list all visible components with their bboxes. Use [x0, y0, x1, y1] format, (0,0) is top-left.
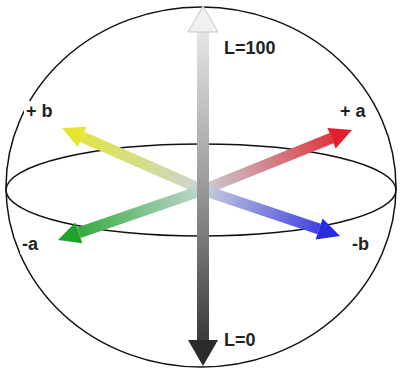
- axis-label: -a: [20, 234, 40, 254]
- axis-label: L=0: [222, 330, 258, 350]
- axis-label: -b: [350, 234, 371, 254]
- lightness-axis: [188, 6, 218, 366]
- b-minus-arrow: [203, 190, 340, 239]
- a-minus-arrow: [58, 190, 203, 243]
- axis-label: + b: [24, 101, 55, 121]
- axis-label: L=100: [222, 38, 278, 58]
- sphere-outline: [6, 7, 396, 367]
- b-plus-arrow: [62, 127, 203, 190]
- a-plus-arrow: [203, 128, 352, 190]
- axis-label: + a: [338, 101, 368, 121]
